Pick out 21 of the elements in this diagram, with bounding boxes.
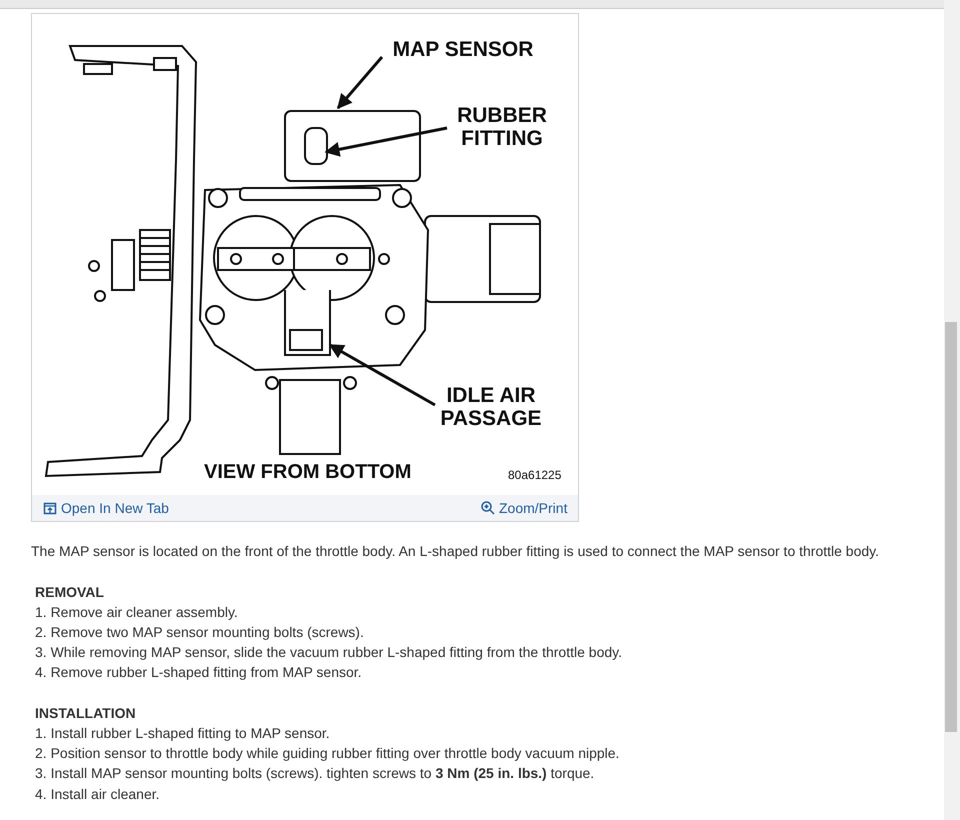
step-text: 4. Install air cleaner. <box>35 786 160 802</box>
step-text: 2. Remove two MAP sensor mounting bolts (screws). <box>35 624 364 640</box>
step-text: 2. Position sensor to throttle body while guiding rubber fitting over throttle body vacuum nipple. <box>35 745 620 761</box>
section-heading: REMOVAL <box>35 584 104 600</box>
callout-label: MAP SENSOR <box>388 38 538 61</box>
step-text: 1. Remove air cleaner assembly. <box>35 604 238 620</box>
open-in-new-tab-link: Open In New Tab <box>61 500 169 516</box>
figure-code: 80a61225 <box>508 468 562 482</box>
zoom-print-link: Zoom/Print <box>499 500 568 516</box>
step-text: 4. Remove rubber L-shaped fitting from MAP sensor. <box>35 664 362 680</box>
leader-line <box>328 344 436 406</box>
callout-label: IDLE AIR PASSAGE <box>436 384 546 430</box>
step-text: 1. Install rubber L-shaped fitting to MAP sensor. <box>35 725 330 741</box>
step-text: 3. While removing MAP sensor, slide the vacuum rubber L-shaped fitting from the throttle body. <box>35 644 622 660</box>
callout-label: RUBBER FITTING <box>450 104 554 150</box>
view-caption: VIEW FROM BOTTOM <box>204 461 412 484</box>
leader-line <box>324 126 448 157</box>
section-heading: INSTALLATION <box>35 705 136 721</box>
step-text: 3. Install MAP sensor mounting bolts (screws). tighten screws to 3 Nm (25 in. lbs.) torque. <box>35 765 594 781</box>
intro-paragraph: The MAP sensor is located on the front of the throttle body. An L-shaped rubber fitting is used to connect the MAP sensor to throttle body. <box>31 543 880 559</box>
leader-line <box>336 56 384 110</box>
